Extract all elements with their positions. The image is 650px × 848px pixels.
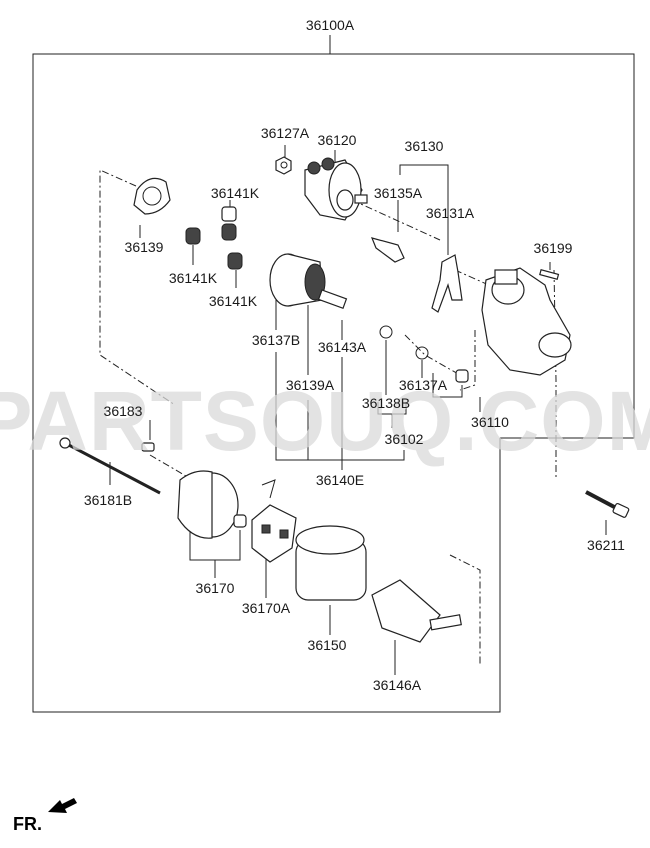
plunger-icon	[370, 237, 405, 263]
washer-icons	[379, 325, 469, 383]
part-label: 36141K	[209, 293, 258, 309]
drive-gear-icon	[269, 253, 348, 310]
watermark: PARTSOUQ.COM	[0, 374, 650, 468]
dust-cover-icon	[133, 177, 171, 215]
part-label: 36199	[534, 240, 573, 256]
part-label: 36110	[471, 414, 509, 430]
bolt-icons	[59, 437, 630, 518]
part-label: 36181B	[84, 492, 132, 508]
part-label: 36143A	[318, 339, 367, 355]
part-label: 36130	[405, 138, 444, 154]
starter-housing-icon	[481, 267, 572, 376]
shift-lever-icon	[431, 254, 463, 313]
bushing-icons	[185, 206, 243, 270]
part-label: 36127A	[261, 125, 310, 141]
assembly-boundary	[32, 35, 635, 713]
part-label: 36146A	[373, 677, 422, 693]
part-label: 36141K	[211, 185, 260, 201]
part-label: 36140E	[316, 472, 364, 488]
screw-icon	[539, 269, 560, 280]
nut-icon	[275, 156, 292, 175]
part-label: 36170A	[242, 600, 291, 616]
part-label: 36150	[308, 637, 347, 653]
part-label: 36135A	[374, 185, 423, 201]
part-label: 36137A	[399, 377, 448, 393]
assembly-label: 36100A	[306, 17, 355, 33]
part-label: 36183	[104, 403, 143, 419]
part-label: 36138B	[362, 395, 410, 411]
part-label: 36137B	[252, 332, 300, 348]
part-label: 36102	[385, 431, 424, 447]
part-label: 36120	[318, 132, 357, 148]
part-label: 36211	[587, 537, 625, 553]
part-label: 36139A	[286, 377, 335, 393]
part-label: 36141K	[169, 270, 218, 286]
direction-label: FR.	[13, 814, 42, 834]
part-label: 36139	[125, 239, 164, 255]
brush-holder-icon	[251, 479, 297, 563]
front-arrow-icon	[48, 798, 77, 813]
armature-icon	[371, 579, 462, 643]
yoke-icon	[295, 525, 367, 601]
end-frame-icon	[177, 470, 247, 539]
solenoid-icon	[304, 157, 368, 221]
part-label: 36170	[196, 580, 235, 596]
part-label: 36131A	[426, 205, 475, 221]
